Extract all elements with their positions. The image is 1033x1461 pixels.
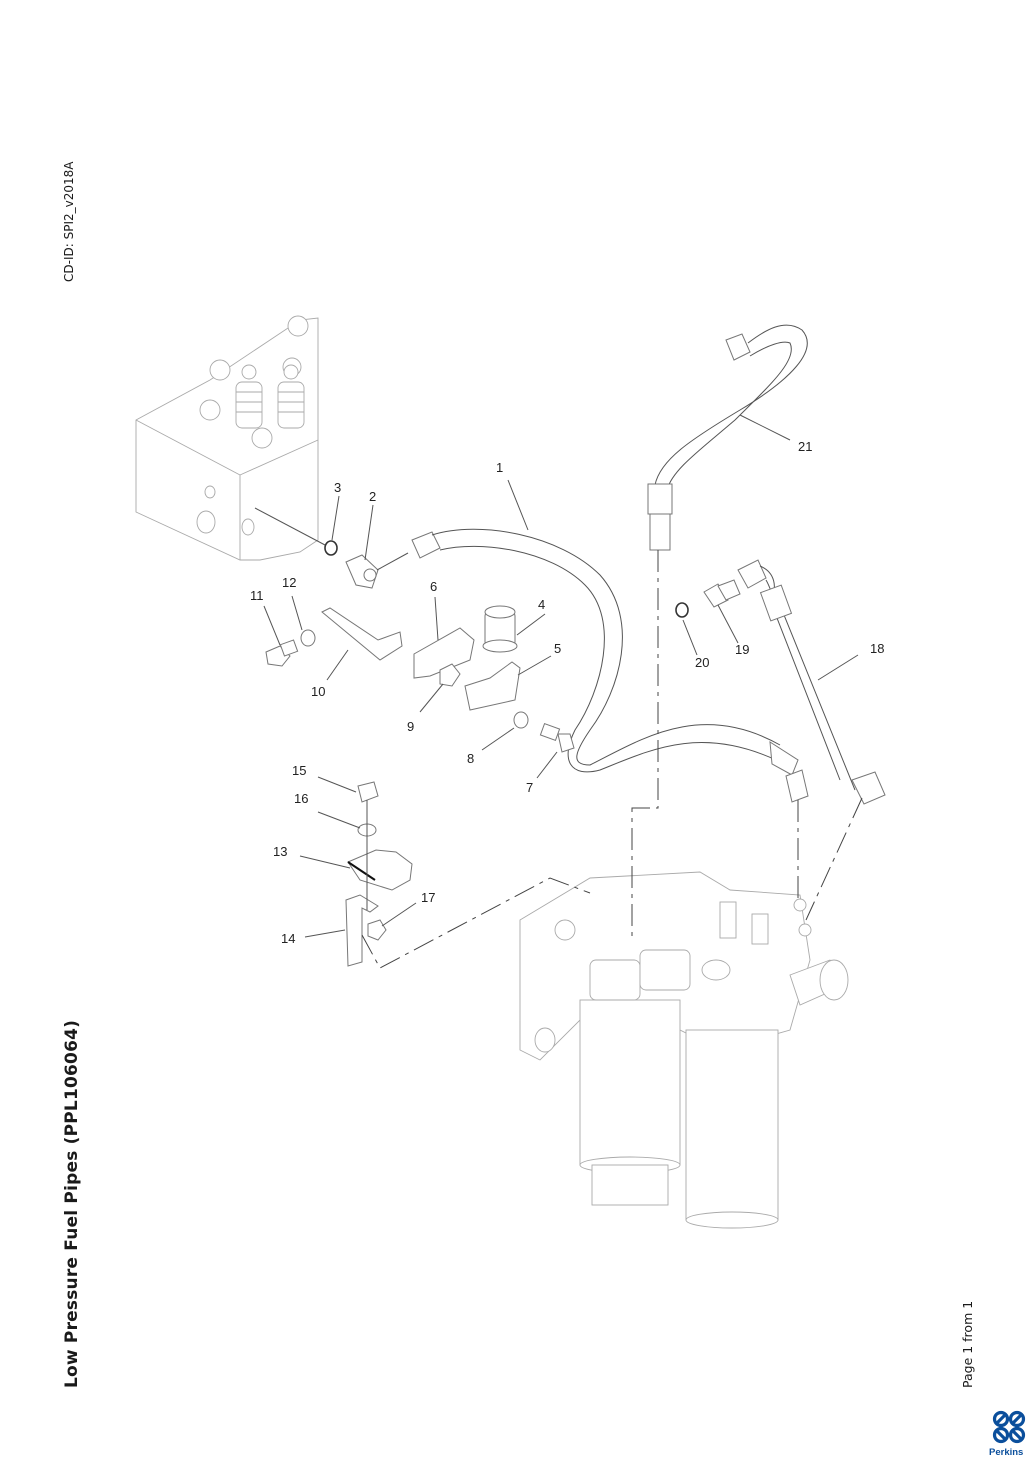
callout-6: 6 bbox=[430, 579, 437, 594]
part-19-union bbox=[703, 579, 741, 608]
part-20-o-ring bbox=[675, 602, 689, 618]
part-11-bolt bbox=[265, 639, 299, 667]
part-21-fuel-pipe bbox=[647, 324, 808, 551]
part-4-grommet bbox=[482, 605, 518, 653]
callout-10: 10 bbox=[311, 684, 325, 699]
part-3-o-ring bbox=[324, 540, 338, 556]
part-14-bracket bbox=[345, 894, 379, 967]
callout-3: 3 bbox=[334, 480, 341, 495]
fuel-filter-assembly bbox=[519, 871, 849, 1229]
part-12-washer bbox=[300, 629, 316, 647]
callout-8: 8 bbox=[467, 751, 474, 766]
callout-1: 1 bbox=[496, 460, 503, 475]
callout-7: 7 bbox=[526, 780, 533, 795]
callout-16: 16 bbox=[294, 791, 308, 806]
leader-lines bbox=[263, 414, 859, 938]
part-15-bolt bbox=[357, 781, 379, 803]
part-5-clamp-half bbox=[464, 661, 521, 711]
part-8-washer bbox=[513, 711, 529, 729]
callout-5: 5 bbox=[554, 641, 561, 656]
cylinder-head-drawing bbox=[135, 315, 326, 561]
perkins-logo-icon bbox=[992, 1410, 1026, 1444]
callout-11: 11 bbox=[250, 588, 264, 603]
callout-4: 4 bbox=[538, 597, 545, 612]
callout-9: 9 bbox=[407, 719, 414, 734]
callout-17: 17 bbox=[421, 890, 435, 905]
callout-21: 21 bbox=[798, 439, 812, 454]
callout-15: 15 bbox=[292, 763, 306, 778]
brand-name: Perkins bbox=[989, 1447, 1024, 1458]
part-1-fuel-pipe bbox=[411, 528, 809, 803]
callout-19: 19 bbox=[735, 642, 749, 657]
part-7-bolt bbox=[539, 722, 575, 753]
part-13-p-clip bbox=[347, 849, 413, 891]
callout-2: 2 bbox=[369, 489, 376, 504]
part-6-clamp-half bbox=[413, 627, 475, 679]
part-17-nut bbox=[367, 919, 387, 941]
assembly-center-lines bbox=[361, 550, 863, 969]
callout-12: 12 bbox=[282, 575, 296, 590]
part-9-nut bbox=[439, 663, 461, 687]
callout-14: 14 bbox=[281, 931, 295, 946]
part-10-bracket bbox=[321, 607, 403, 661]
valve-springs bbox=[235, 364, 305, 429]
callout-13: 13 bbox=[273, 844, 287, 859]
part-18-fuel-pipe bbox=[737, 559, 886, 805]
part-2-adapter bbox=[345, 554, 379, 589]
callout-20: 20 bbox=[695, 655, 709, 670]
callout-labels: 1 2 3 4 5 6 7 8 9 10 11 12 13 14 15 16 1… bbox=[250, 439, 884, 946]
callout-18: 18 bbox=[870, 641, 884, 656]
